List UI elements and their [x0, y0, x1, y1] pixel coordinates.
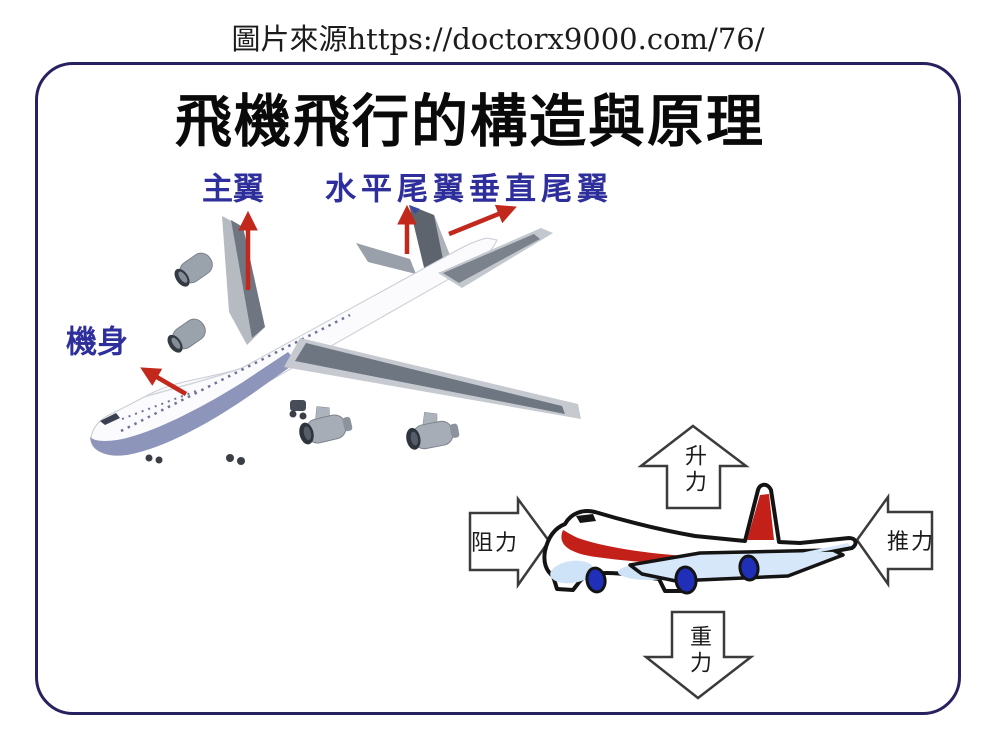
- cartoon-plane-engine-2: [674, 565, 698, 595]
- cartoon-plane-engine-1: [585, 566, 607, 594]
- cartoon-plane-cockpit: [576, 514, 596, 523]
- image-source-caption: 圖片來源https://doctorx9000.com/76/: [231, 22, 765, 56]
- cartoon-plane-engine-3: [738, 554, 760, 582]
- big-airplane-illustration: [90, 205, 581, 465]
- vertical-stabilizer-arrow-icon: [448, 204, 517, 237]
- gravity-arrow-icon: [642, 610, 755, 700]
- big-plane-engine-1: [174, 252, 213, 287]
- big-plane-cockpit: [100, 413, 120, 425]
- label-gravity: 重力: [687, 625, 712, 677]
- label-main-wing: 主翼: [202, 171, 264, 207]
- big-plane-engine-3: [299, 406, 353, 445]
- big-plane-landing-gear: [145, 400, 307, 465]
- cartoon-plane-red-stripe: [561, 530, 758, 566]
- part-label-arrows: [140, 204, 517, 396]
- thrust-arrow-icon: [855, 493, 934, 588]
- lift-arrow-icon: [637, 424, 750, 510]
- big-plane-engine-4: [406, 411, 460, 450]
- big-plane-left-stabilizer: [356, 243, 416, 274]
- big-plane-belly: [90, 352, 297, 456]
- label-vertical-stabilizer: 垂直尾翼: [469, 171, 613, 207]
- cartoon-airplane-illustration: [542, 482, 858, 595]
- fuselage-arrow-icon: [140, 367, 188, 396]
- label-drag: 阻力: [470, 530, 520, 555]
- big-plane-engine-2: [167, 318, 206, 353]
- big-plane-window-row: [120, 313, 351, 433]
- force-arrows: [468, 424, 934, 700]
- cartoon-plane-fin-accent: [747, 494, 774, 540]
- label-horizontal-stabilizer: 水平尾翼: [325, 171, 469, 207]
- label-lift: 升力: [682, 444, 707, 496]
- label-fuselage: 機身: [66, 324, 128, 360]
- diagram-title: 飛機飛行的構造與原理: [175, 90, 765, 154]
- drag-arrow-icon: [468, 495, 551, 589]
- label-thrust: 推力: [886, 529, 936, 554]
